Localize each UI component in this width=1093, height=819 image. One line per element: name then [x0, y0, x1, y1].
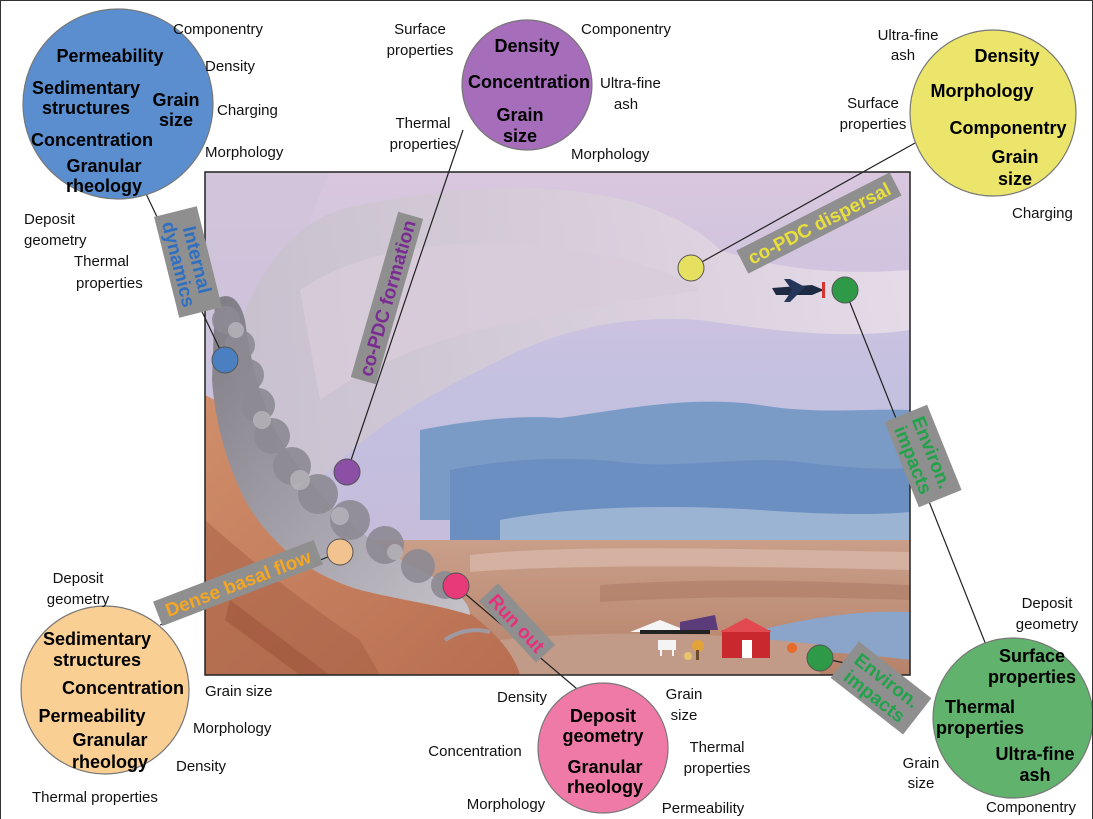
key-property: geometry — [562, 726, 643, 746]
key-property: Sedimentary — [32, 78, 140, 98]
secondary-property: properties — [390, 136, 457, 153]
secondary-property: Permeability — [662, 800, 745, 817]
secondary-property: ash — [614, 96, 638, 113]
secondary-property: Density — [176, 758, 227, 775]
key-property: Concentration — [31, 130, 153, 150]
co-pdc-formation-bubble: Density Concentration Grain size — [461, 19, 593, 151]
secondary-property: Surface — [394, 21, 446, 38]
secondary-property: Morphology — [205, 144, 284, 161]
secondary-property: Grain — [666, 686, 703, 703]
secondary-property: geometry — [24, 232, 87, 249]
secondary-property: Componentry — [173, 21, 264, 38]
key-property: structures — [53, 650, 141, 670]
key-property: properties — [936, 718, 1024, 738]
secondary-property: Charging — [1012, 205, 1073, 222]
co-pdc-dispersal-bubble: Density Morphology Componentry Grain siz… — [909, 29, 1077, 197]
key-property: Grain — [152, 90, 199, 110]
co-pdc-dispersal-secondary: Ultra-fine ash Surface properties Chargi… — [840, 27, 1073, 222]
key-property: rheology — [66, 176, 142, 196]
dense-basal-flow-marker — [326, 538, 354, 566]
secondary-property: Morphology — [467, 796, 546, 813]
key-property: rheology — [72, 752, 148, 772]
environ-impacts-bubble: Surface properties Thermal properties Ul… — [932, 637, 1093, 799]
secondary-property: Deposit — [24, 211, 76, 228]
environ-impacts-air-marker — [831, 276, 859, 304]
key-property: Deposit — [570, 706, 636, 726]
key-property: Granular — [66, 156, 141, 176]
dense-basal-flow-bubble: Sedimentary structures Concentration Per… — [20, 605, 190, 775]
secondary-property: Morphology — [571, 146, 650, 163]
co-pdc-formation-marker — [333, 458, 361, 486]
co-pdc-dispersal-marker — [677, 254, 705, 282]
secondary-property: geometry — [1016, 616, 1079, 633]
key-property: Componentry — [950, 118, 1067, 138]
key-property: Thermal — [945, 697, 1015, 717]
key-property: Concentration — [62, 678, 184, 698]
secondary-property: Concentration — [428, 743, 521, 760]
secondary-property: Surface — [847, 95, 899, 112]
key-property: Grain — [496, 105, 543, 125]
dense-basal-flow-secondary: Deposit geometry Grain size Morphology D… — [32, 570, 273, 806]
secondary-property: Deposit — [1022, 595, 1074, 612]
key-property: ash — [1019, 765, 1050, 785]
key-property: Density — [974, 46, 1039, 66]
secondary-property: properties — [840, 116, 907, 133]
key-property: rheology — [567, 777, 643, 797]
secondary-property: properties — [387, 42, 454, 59]
secondary-property: size — [671, 707, 698, 724]
key-property: Sedimentary — [43, 629, 151, 649]
airplane-illustration — [772, 279, 825, 302]
key-property: Granular — [72, 730, 147, 750]
run-out-bubble: Deposit geometry Granular rheology — [537, 682, 669, 814]
key-property: size — [503, 126, 537, 146]
key-property: Permeability — [38, 706, 145, 726]
secondary-property: Charging — [217, 102, 278, 119]
run-out-secondary: Density Grain size Concentration Thermal… — [428, 686, 750, 817]
secondary-property: Deposit — [53, 570, 105, 587]
secondary-property: Morphology — [193, 720, 272, 737]
key-property: Permeability — [56, 46, 163, 66]
internal-dynamics-bubble: Permeability Sedimentary structures Grai… — [22, 8, 214, 200]
secondary-property: Thermal properties — [32, 789, 158, 806]
co-pdc-formation-secondary: Surface properties Componentry Ultra-fin… — [387, 21, 672, 163]
key-property: structures — [42, 98, 130, 118]
secondary-property: Componentry — [986, 799, 1077, 816]
key-property: Concentration — [468, 72, 590, 92]
secondary-property: Grain size — [205, 683, 273, 700]
key-property: Ultra-fine — [995, 744, 1074, 764]
secondary-property: Grain — [903, 755, 940, 772]
internal-dynamics-marker — [211, 346, 239, 374]
key-property: size — [159, 110, 193, 130]
secondary-property: Thermal — [689, 739, 744, 756]
secondary-property: Density — [497, 689, 548, 706]
environ-impacts-ground-marker — [806, 644, 834, 672]
key-property: Density — [494, 36, 559, 56]
secondary-property: Thermal — [395, 115, 450, 132]
secondary-property: Ultra-fine — [600, 75, 661, 92]
secondary-property: properties — [684, 760, 751, 777]
secondary-property: Thermal — [74, 253, 129, 270]
key-property: properties — [988, 667, 1076, 687]
secondary-property: Componentry — [581, 21, 672, 38]
secondary-property: Ultra-fine — [878, 27, 939, 44]
key-property: size — [998, 169, 1032, 189]
key-property: Morphology — [931, 81, 1034, 101]
secondary-property: size — [908, 775, 935, 792]
key-property: Surface — [999, 646, 1065, 666]
internal-dynamics-secondary: Componentry Density Charging Morphology … — [24, 21, 284, 292]
run-out-marker — [442, 572, 470, 600]
environ-impacts-secondary: Deposit geometry Grain size Componentry — [903, 595, 1079, 816]
secondary-property: geometry — [47, 591, 110, 608]
farm-illustration — [630, 615, 797, 660]
secondary-property: ash — [891, 47, 915, 64]
key-property: Grain — [991, 147, 1038, 167]
key-property: Granular — [567, 757, 642, 777]
secondary-property: properties — [76, 275, 143, 292]
secondary-property: Density — [205, 58, 256, 75]
